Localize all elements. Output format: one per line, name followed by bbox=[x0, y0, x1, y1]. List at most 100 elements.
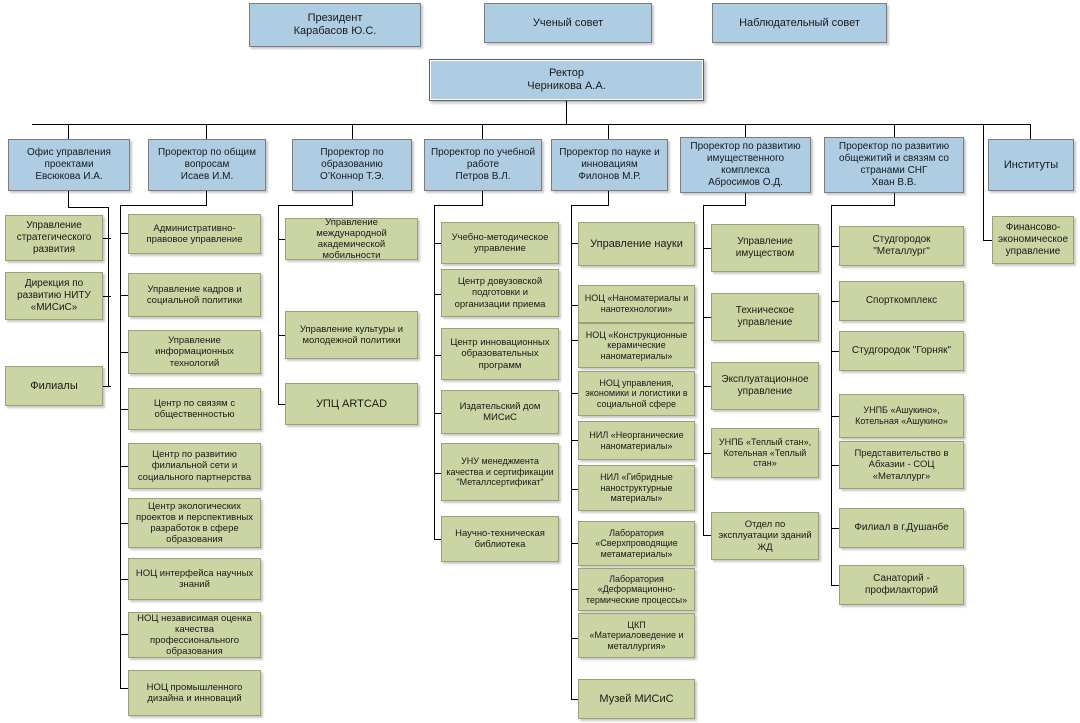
connector-b2-stub-7 bbox=[120, 634, 130, 636]
node-b1-child-0-label: Управление стратегического развития bbox=[16, 220, 92, 255]
node-b4-child-5[interactable]: Научно-техническая библиотека bbox=[441, 516, 559, 562]
node-b5-child-9[interactable]: Музей МИСиС bbox=[578, 679, 695, 719]
node-b3-child-1[interactable]: Управление культуры и молодежной политик… bbox=[285, 311, 418, 359]
node-b1-child-1[interactable]: Дирекция по развитию НИТУ «МИСиС» bbox=[5, 272, 103, 320]
node-b5-child-1[interactable]: НОЦ «Наноматериалы и нанотехнологии» bbox=[578, 285, 695, 323]
node-b7-child-6[interactable]: Санаторий - профилакторий bbox=[839, 565, 964, 605]
connector-drop-8 bbox=[1030, 124, 1032, 139]
connector-b4-stub-0 bbox=[434, 243, 444, 245]
connector-b8-spine bbox=[983, 124, 985, 241]
node-b2-child-7[interactable]: НОЦ независимая оценка качества професси… bbox=[128, 612, 261, 658]
node-b2-child-5[interactable]: Центр экологических проектов и перспекти… bbox=[128, 498, 261, 548]
connector-b2-stub-3 bbox=[120, 409, 130, 411]
node-b6-child-2[interactable]: Эксплуатационное управление bbox=[711, 362, 819, 410]
node-b2-child-6-label: НОЦ интерфейса научных знаний bbox=[135, 567, 254, 590]
node-b5-child-8[interactable]: ЦКП «Материаловедение и металлургия» bbox=[578, 613, 695, 658]
node-b5-child-3[interactable]: НОЦ управления, экономики и логистики в … bbox=[578, 371, 695, 416]
node-b4-child-3[interactable]: Издательский дом МИСиС bbox=[441, 390, 559, 434]
node-b6-child-4[interactable]: Отдел по эксплуатации зданий ЖД bbox=[711, 512, 819, 560]
node-b6-child-3[interactable]: УНПБ «Теплый стан», Котельная «Теплый ст… bbox=[711, 428, 819, 478]
node-b7-child-5[interactable]: Филиал в г.Душанбе bbox=[839, 508, 964, 548]
node-b2-child-8[interactable]: НОЦ промышленного дизайна и инноваций bbox=[128, 670, 261, 716]
node-b2-child-4[interactable]: Центр по развитию филиальной сети и соци… bbox=[128, 443, 261, 489]
connector-main-trunk bbox=[32, 124, 1031, 126]
node-b7-child-1-label: Спорткомплекс bbox=[865, 295, 938, 307]
connector-b4-head-drop bbox=[482, 191, 484, 206]
node-b5-child-5[interactable]: НИЛ «Гибридные наноструктурные материалы… bbox=[578, 465, 695, 511]
node-b3-child-2[interactable]: УПЦ ARTCAD bbox=[285, 383, 418, 425]
node-b7-child-2[interactable]: Студгородок "Горняк" bbox=[839, 331, 964, 371]
connector-b1-jog bbox=[68, 207, 109, 209]
connector-b7-head-drop bbox=[894, 193, 896, 206]
node-b6-child-1[interactable]: Техническое управление bbox=[711, 293, 819, 341]
node-b4-child-4[interactable]: УНУ менеджмента качества и сертификации … bbox=[441, 443, 559, 501]
node-b7-child-0-label: Студгородок "Металлург" bbox=[872, 234, 931, 257]
node-b3-child-0[interactable]: Управление международной академической м… bbox=[285, 216, 418, 262]
connector-b6-stub-2 bbox=[703, 386, 713, 388]
node-b7-child-1[interactable]: Спорткомплекс bbox=[839, 281, 964, 321]
connector-b5-stub-5 bbox=[571, 489, 581, 491]
node-b2-child-0[interactable]: Административно-правовое управление bbox=[128, 214, 261, 254]
node-b5-child-4[interactable]: НИЛ «Неорганические наноматериалы» bbox=[578, 421, 695, 460]
node-b5-child-0[interactable]: Управление науки bbox=[578, 222, 695, 266]
branch-head-dormitories[interactable]: Проректор по развитию общежитий и связям… bbox=[824, 137, 964, 193]
node-b2-child-1[interactable]: Управление кадров и социальной политики bbox=[128, 273, 261, 317]
connector-b3-spine bbox=[278, 205, 280, 405]
node-b7-child-0[interactable]: Студгородок "Металлург" bbox=[839, 226, 964, 266]
node-b2-child-6[interactable]: НОЦ интерфейса научных знаний bbox=[128, 558, 261, 600]
node-b4-child-0[interactable]: Учебно-методическое управление bbox=[441, 222, 559, 264]
node-supervisory-council-label: Наблюдательный совет bbox=[739, 16, 860, 29]
connector-b6-stub-4 bbox=[703, 535, 713, 537]
connector-b7-stub-4 bbox=[831, 465, 841, 467]
node-b1-child-2[interactable]: Филиалы bbox=[5, 366, 103, 406]
node-b6-child-4-label: Отдел по эксплуатации зданий ЖД bbox=[718, 519, 812, 553]
connector-b7-stub-5 bbox=[831, 528, 841, 530]
node-b2-child-2[interactable]: Управление информационных технологий bbox=[128, 330, 261, 374]
branch-head-property-label: Проректор по развитию имущественного ком… bbox=[690, 141, 801, 188]
node-finance-department[interactable]: Финансово-экономическое управление bbox=[992, 216, 1074, 264]
node-b2-child-8-label: НОЦ промышленного дизайна и инноваций bbox=[146, 681, 243, 704]
node-b6-child-0[interactable]: Управление имуществом bbox=[711, 224, 819, 272]
connector-b2-stub-2 bbox=[120, 352, 130, 354]
connector-b5-head-drop bbox=[608, 191, 610, 206]
connector-b5-stub-6 bbox=[571, 543, 581, 545]
node-b7-child-4[interactable]: Представительство в Абхазии - СОЦ «Метал… bbox=[839, 441, 964, 489]
node-b2-child-3[interactable]: Центр по связям с общественностью bbox=[128, 388, 261, 430]
node-b5-child-2[interactable]: НОЦ «Конструкционные керамические нанома… bbox=[578, 323, 695, 368]
node-b5-child-6[interactable]: Лаборатория «Сверхпроводящие метаматериа… bbox=[578, 521, 695, 566]
node-b5-child-7[interactable]: Лаборатория «Деформационно-термические п… bbox=[578, 568, 695, 611]
connector-b4-stub-1 bbox=[434, 294, 444, 296]
node-b4-child-1-label: Центр довузовской подготовки и организац… bbox=[454, 276, 546, 310]
node-b1-child-0[interactable]: Управление стратегического развития bbox=[5, 215, 103, 261]
branch-head-property[interactable]: Проректор по развитию имущественного ком… bbox=[680, 137, 811, 193]
connector-b7-spine bbox=[831, 205, 833, 586]
node-b7-child-6-label: Санаторий - профилакторий bbox=[865, 573, 938, 596]
connector-b5-stub-3 bbox=[571, 393, 581, 395]
node-b3-child-0-label: Управление международной академической м… bbox=[316, 216, 387, 262]
node-b4-child-2[interactable]: Центр инновационных образовательных прог… bbox=[441, 328, 559, 380]
node-academic-council[interactable]: Ученый совет bbox=[484, 3, 652, 43]
node-b5-child-4-label: НИЛ «Неорганические наноматериалы» bbox=[589, 429, 684, 451]
branch-head-institutes[interactable]: Институты bbox=[988, 139, 1074, 191]
node-b7-child-3[interactable]: УНПБ «Ашукино», Котельная «Ашукино» bbox=[839, 394, 964, 438]
connector-b1-stub-1 bbox=[103, 238, 111, 240]
branch-head-institutes-label: Институты bbox=[1003, 158, 1059, 171]
node-b1-child-1-label: Дирекция по развитию НИТУ «МИСиС» bbox=[17, 278, 91, 313]
connector-b6-stub-1 bbox=[703, 317, 713, 319]
node-supervisory-council[interactable]: Наблюдательный совет bbox=[712, 3, 887, 43]
connector-b5-stub-7 bbox=[571, 589, 581, 591]
node-b2-child-0-label: Административно-правовое управление bbox=[146, 222, 243, 245]
node-b4-child-0-label: Учебно-методическое управление bbox=[451, 231, 549, 254]
connector-b5-stub-2 bbox=[571, 340, 581, 342]
node-b4-child-1[interactable]: Центр довузовской подготовки и организац… bbox=[441, 269, 559, 317]
